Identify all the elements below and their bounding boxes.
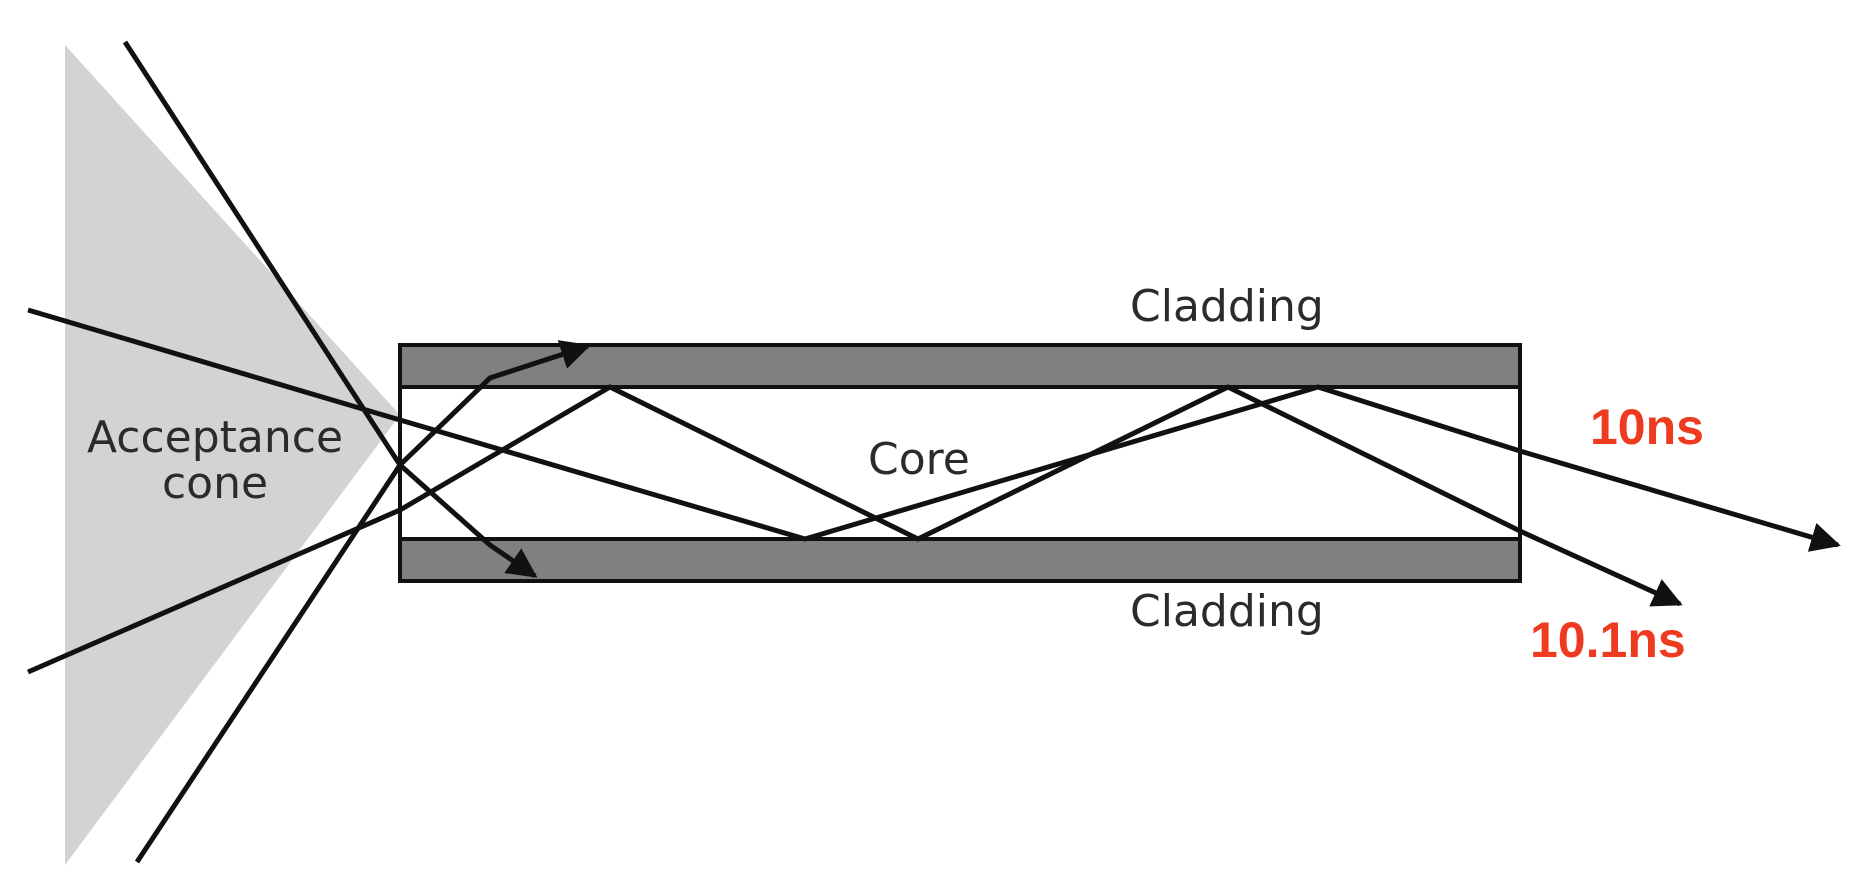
- acceptance-cone-label-line2: cone: [161, 458, 269, 509]
- cladding-top-label: Cladding: [1130, 281, 1324, 332]
- acceptance-cone-label: Acceptance cone: [70, 416, 360, 506]
- fast-mode-time-label: 10ns: [1590, 399, 1704, 455]
- acceptance-cone: [65, 45, 400, 865]
- slow-mode-time-label: 10.1ns: [1530, 612, 1686, 668]
- ray-slow-mode: [27, 384, 1683, 675]
- core-label: Core: [868, 434, 970, 485]
- ray-fast-mode: [27, 307, 1841, 552]
- ray-steep-lower-escaping: [134, 340, 591, 864]
- cladding-bottom-label: Cladding: [1130, 586, 1324, 637]
- core: [398, 385, 1522, 541]
- ray-steep-upper-escaping: [122, 40, 538, 579]
- cladding-bottom: [398, 537, 1522, 583]
- acceptance-cone-label-line1: Acceptance: [86, 412, 344, 463]
